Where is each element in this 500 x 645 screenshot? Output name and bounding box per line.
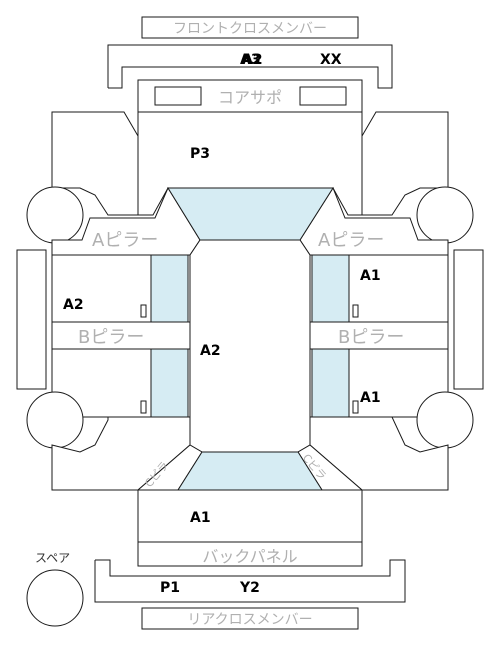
front-cross-member[interactable]	[107, 44, 393, 89]
rear-cross-member-label: リアクロスメンバー	[187, 612, 312, 628]
roof-code: A2	[200, 343, 221, 359]
rear-window[interactable]	[177, 451, 323, 491]
right-side-strip[interactable]	[453, 249, 484, 390]
left-headlight[interactable]	[154, 86, 202, 106]
right-front-wheel[interactable]	[416, 186, 474, 244]
hood-code-p3: P3	[190, 146, 210, 162]
right-front-window[interactable]	[311, 254, 350, 323]
right-rear-wheel[interactable]	[416, 391, 474, 449]
spare-tire[interactable]	[26, 569, 84, 627]
right-front-fender[interactable]	[361, 111, 449, 216]
left-a-pillar-label: Aピラー	[92, 230, 158, 251]
left-front-window[interactable]	[150, 254, 189, 323]
right-a-pillar-label: Aピラー	[318, 230, 384, 251]
left-side-strip[interactable]	[16, 249, 47, 390]
front-cross-code-a3: A3	[240, 52, 261, 68]
front-cross-code-overlay: A2	[242, 52, 263, 68]
right-b-pillar[interactable]	[309, 321, 449, 350]
front-cross-member-label-box	[141, 16, 359, 39]
left-rear-quarter[interactable]	[51, 416, 191, 491]
right-headlight[interactable]	[299, 86, 347, 106]
spare-label: スペア	[35, 551, 70, 565]
back-panel[interactable]	[137, 541, 363, 567]
front-cross-member-label: フロントクロスメンバー	[173, 21, 327, 37]
right-front-door-handle[interactable]	[352, 304, 359, 318]
front-cross-code-xx: XX	[320, 52, 342, 68]
rear-cross-code-p1: P1	[160, 580, 180, 596]
left-front-wheel[interactable]	[26, 186, 84, 244]
right-rear-door-code: A1	[360, 390, 381, 406]
rear-cross-member-label-box	[141, 607, 359, 630]
back-panel-label: バックパネル	[202, 547, 297, 566]
core-support-label: コアサポ	[218, 88, 282, 107]
left-b-pillar-label: Bピラー	[78, 327, 144, 348]
left-front-door-code: A2	[63, 297, 84, 313]
right-rear-window[interactable]	[311, 348, 350, 418]
left-b-pillar[interactable]	[51, 321, 191, 350]
rear-cross-member[interactable]	[94, 559, 406, 603]
left-rear-window[interactable]	[150, 348, 189, 418]
trunk-code: A1	[190, 510, 211, 526]
rear-cross-code-y2: Y2	[239, 580, 260, 596]
trunk-panel[interactable]	[137, 489, 363, 543]
left-front-door-handle[interactable]	[140, 304, 147, 318]
left-rear-door-handle[interactable]	[140, 400, 147, 414]
left-rear-wheel[interactable]	[26, 391, 84, 449]
right-rear-door-handle[interactable]	[352, 400, 359, 414]
right-front-door-code: A1	[360, 268, 381, 284]
right-b-pillar-label: Bピラー	[338, 327, 404, 348]
